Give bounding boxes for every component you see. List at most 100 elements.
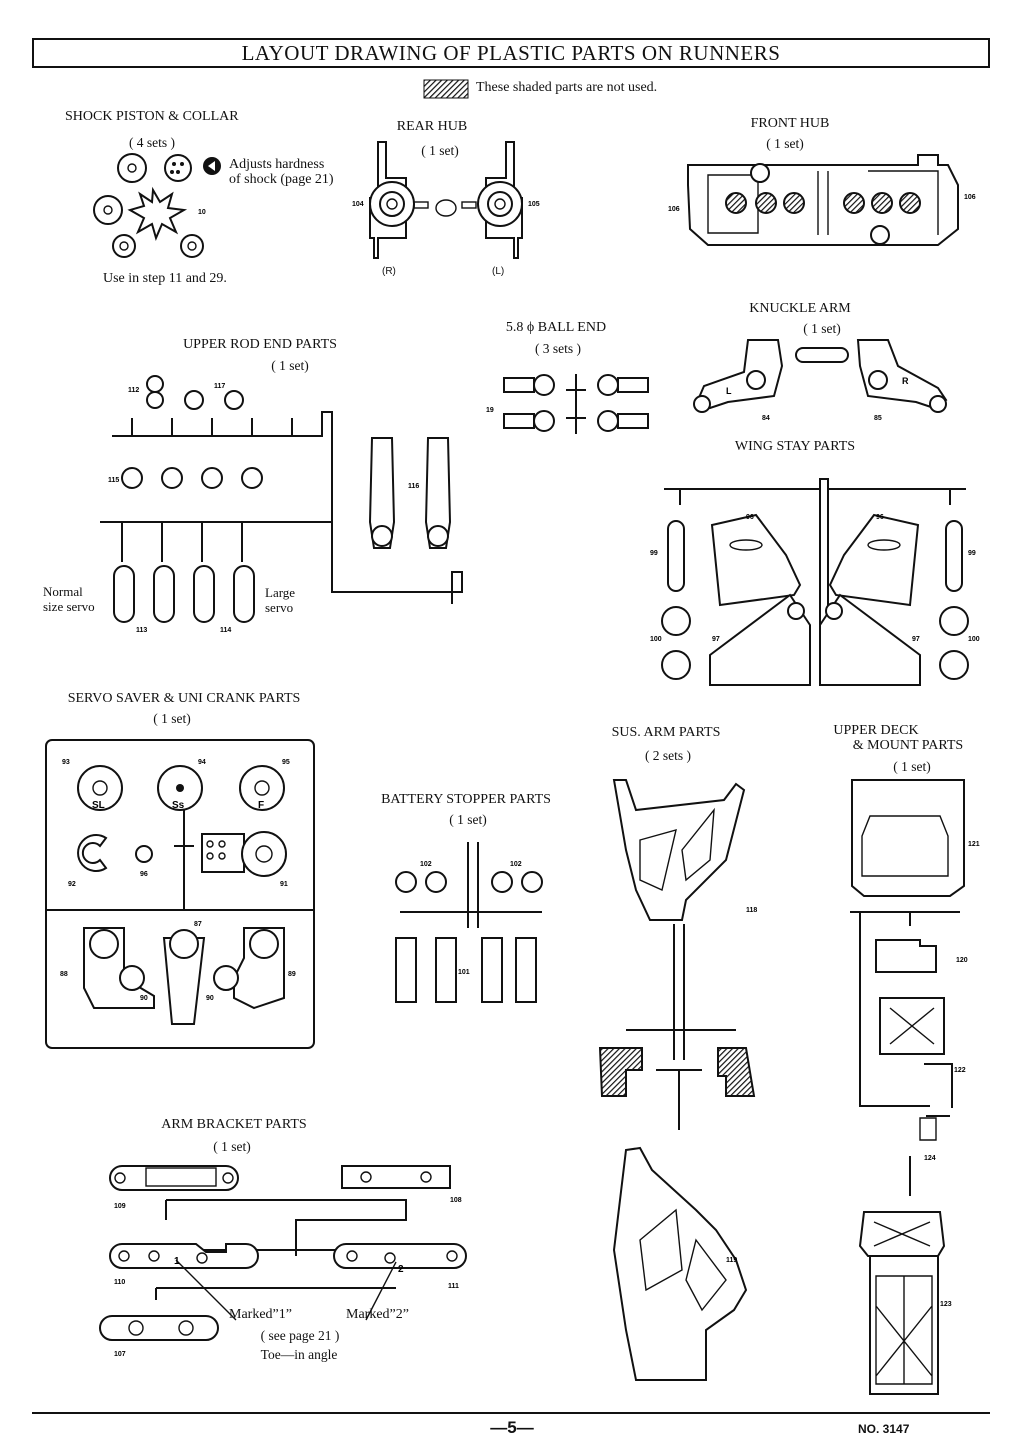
wing-stay-title: WING STAY PARTS <box>734 439 856 454</box>
wing-num-99b: 99 <box>968 550 976 557</box>
battery-num-101: 101 <box>458 969 470 976</box>
upper-rod-num-113: 113 <box>136 627 147 634</box>
rear-hub-r-label: (R) <box>382 266 396 277</box>
arm-bracket-num-107: 107 <box>114 1351 126 1358</box>
shock-use-note: Use in step 11 and 29. <box>103 271 227 286</box>
ball-end-title: 5.8 ϕ BALL END <box>505 320 607 335</box>
upper-rod-num-116: 116 <box>408 483 419 490</box>
page-number: —5— <box>490 1418 534 1437</box>
arm-bracket-num-108: 108 <box>450 1197 462 1204</box>
large-servo-label2: servo <box>265 600 294 615</box>
upper-rod-title: UPPER ROD END PARTS <box>183 337 337 352</box>
battery-stopper-drawing: 102 102 101 <box>395 842 543 1003</box>
servo-mark-ss: Ss <box>172 800 185 811</box>
marked-2-label: Marked”2” <box>346 1307 409 1322</box>
ball-end-qty: ( 3 sets ) <box>534 341 582 356</box>
rear-hub-l-label: (L) <box>492 266 505 277</box>
upper-rod-num-114: 114 <box>220 627 231 634</box>
servo-num-94: 94 <box>198 759 206 766</box>
battery-qty: ( 1 set) <box>449 812 487 827</box>
upper-deck-num-120: 120 <box>956 957 968 964</box>
servo-num-96: 96 <box>140 871 148 878</box>
see-page-label: ( see page 21 ) <box>260 1328 340 1343</box>
rear-hub-num-b: 105 <box>528 201 540 208</box>
front-hub-num-a: 106 <box>668 206 680 213</box>
battery-num-102b: 102 <box>510 861 522 868</box>
footer-rule <box>32 1412 990 1414</box>
arm-bracket-num-110: 110 <box>114 1279 125 1286</box>
upper-deck-qty: ( 1 set) <box>893 759 931 774</box>
front-hub-drawing: 106 106 <box>668 154 976 246</box>
front-hub-num-b: 106 <box>964 194 976 201</box>
sus-arm-num-118: 118 <box>746 907 757 914</box>
shock-piston-num: 10 <box>198 209 206 216</box>
legend-text: These shaded parts are not used. <box>476 80 658 95</box>
arm-bracket-qty: ( 1 set) <box>213 1139 251 1154</box>
sus-arm-num-119: 119 <box>726 1257 737 1264</box>
battery-title: BATTERY STOPPER PARTS <box>381 792 551 807</box>
shaded-swatch-icon <box>423 79 469 99</box>
wing-num-97b: 97 <box>912 636 920 643</box>
normal-servo-label2: size servo <box>43 599 95 614</box>
servo-num-93: 93 <box>62 759 70 766</box>
arm-bracket-drawing: 1 2 109 108 110 111 107 <box>99 1165 467 1358</box>
servo-num-91: 91 <box>280 881 288 888</box>
wing-num-97a: 97 <box>712 636 720 643</box>
knuckle-arm-drawing: L R 84 85 <box>693 339 948 422</box>
servo-num-90a: 90 <box>140 995 148 1002</box>
upper-rod-num-117: 117 <box>214 383 225 390</box>
servo-num-92: 92 <box>68 881 76 888</box>
servo-mark-sl: SL <box>92 800 105 811</box>
battery-num-102a: 102 <box>420 861 432 868</box>
shock-note-line1: Adjusts hardness <box>229 157 325 172</box>
knuckle-num-a: 84 <box>762 415 770 422</box>
arm-bracket-mark-2: 2 <box>398 1264 404 1275</box>
large-servo-label1: Large <box>265 585 296 600</box>
ball-end-num: 19 <box>486 407 494 414</box>
upper-rod-num-112: 112 <box>128 387 139 394</box>
knuckle-mark-r: R <box>902 376 909 386</box>
arm-bracket-num-109: 109 <box>114 1203 126 1210</box>
rear-hub-drawing: 104 105 <box>352 141 540 259</box>
wing-num-99a: 99 <box>650 550 658 557</box>
marked-1-label: Marked”1” <box>229 1307 292 1322</box>
arm-bracket-num-111: 111 <box>448 1283 459 1290</box>
knuckle-title: KNUCKLE ARM <box>749 301 851 316</box>
front-hub-qty: ( 1 set) <box>766 136 804 151</box>
sus-arm-drawing: 118 119 <box>598 779 757 1381</box>
knuckle-mark-l: L <box>726 386 732 396</box>
upper-deck-title2: & MOUNT PARTS <box>852 738 964 753</box>
wing-stay-drawing: 96 96 99 99 100 97 97 100 <box>650 478 980 686</box>
upper-rod-num-115: 115 <box>108 477 119 484</box>
servo-num-87: 87 <box>194 921 202 928</box>
rear-hub-title: REAR HUB <box>396 119 468 134</box>
shock-note-line2: of shock (page 21) <box>229 172 334 187</box>
page-title: LAYOUT DRAWING OF PLASTIC PARTS ON RUNNE… <box>32 38 990 68</box>
rear-hub-qty: ( 1 set) <box>421 143 459 158</box>
upper-deck-num-122: 122 <box>954 1067 966 1074</box>
document-number: NO. 3147 <box>858 1422 910 1436</box>
shock-piston-title: SHOCK PISTON & COLLAR <box>65 109 239 124</box>
servo-saver-qty: ( 1 set) <box>153 711 191 726</box>
servo-num-88: 88 <box>60 971 68 978</box>
toe-in-label: Toe—in angle <box>260 1347 338 1362</box>
servo-num-90b: 90 <box>206 995 214 1002</box>
upper-deck-num-123: 123 <box>940 1301 952 1308</box>
knuckle-qty: ( 1 set) <box>803 321 841 336</box>
upper-deck-title1: UPPER DECK <box>833 723 919 738</box>
ball-end-drawing: 19 <box>486 374 649 434</box>
wing-num-100b: 100 <box>968 636 980 643</box>
wing-num-96b: 96 <box>876 514 884 521</box>
knuckle-num-b: 85 <box>874 415 882 422</box>
sus-arm-qty: ( 2 sets ) <box>644 748 692 763</box>
rear-hub-num-a: 104 <box>352 201 364 208</box>
upper-rod-drawing: 112 117 115 116 113 114 <box>100 375 463 634</box>
front-hub-title: FRONT HUB <box>750 116 830 131</box>
arm-bracket-mark-1: 1 <box>174 1256 180 1267</box>
servo-mark-f: F <box>258 800 264 811</box>
wing-num-100a: 100 <box>650 636 662 643</box>
shock-piston-qty: ( 4 sets ) <box>128 135 176 150</box>
sus-arm-title: SUS. ARM PARTS <box>611 725 721 740</box>
servo-num-95: 95 <box>282 759 290 766</box>
arm-bracket-title: ARM BRACKET PARTS <box>161 1117 307 1132</box>
